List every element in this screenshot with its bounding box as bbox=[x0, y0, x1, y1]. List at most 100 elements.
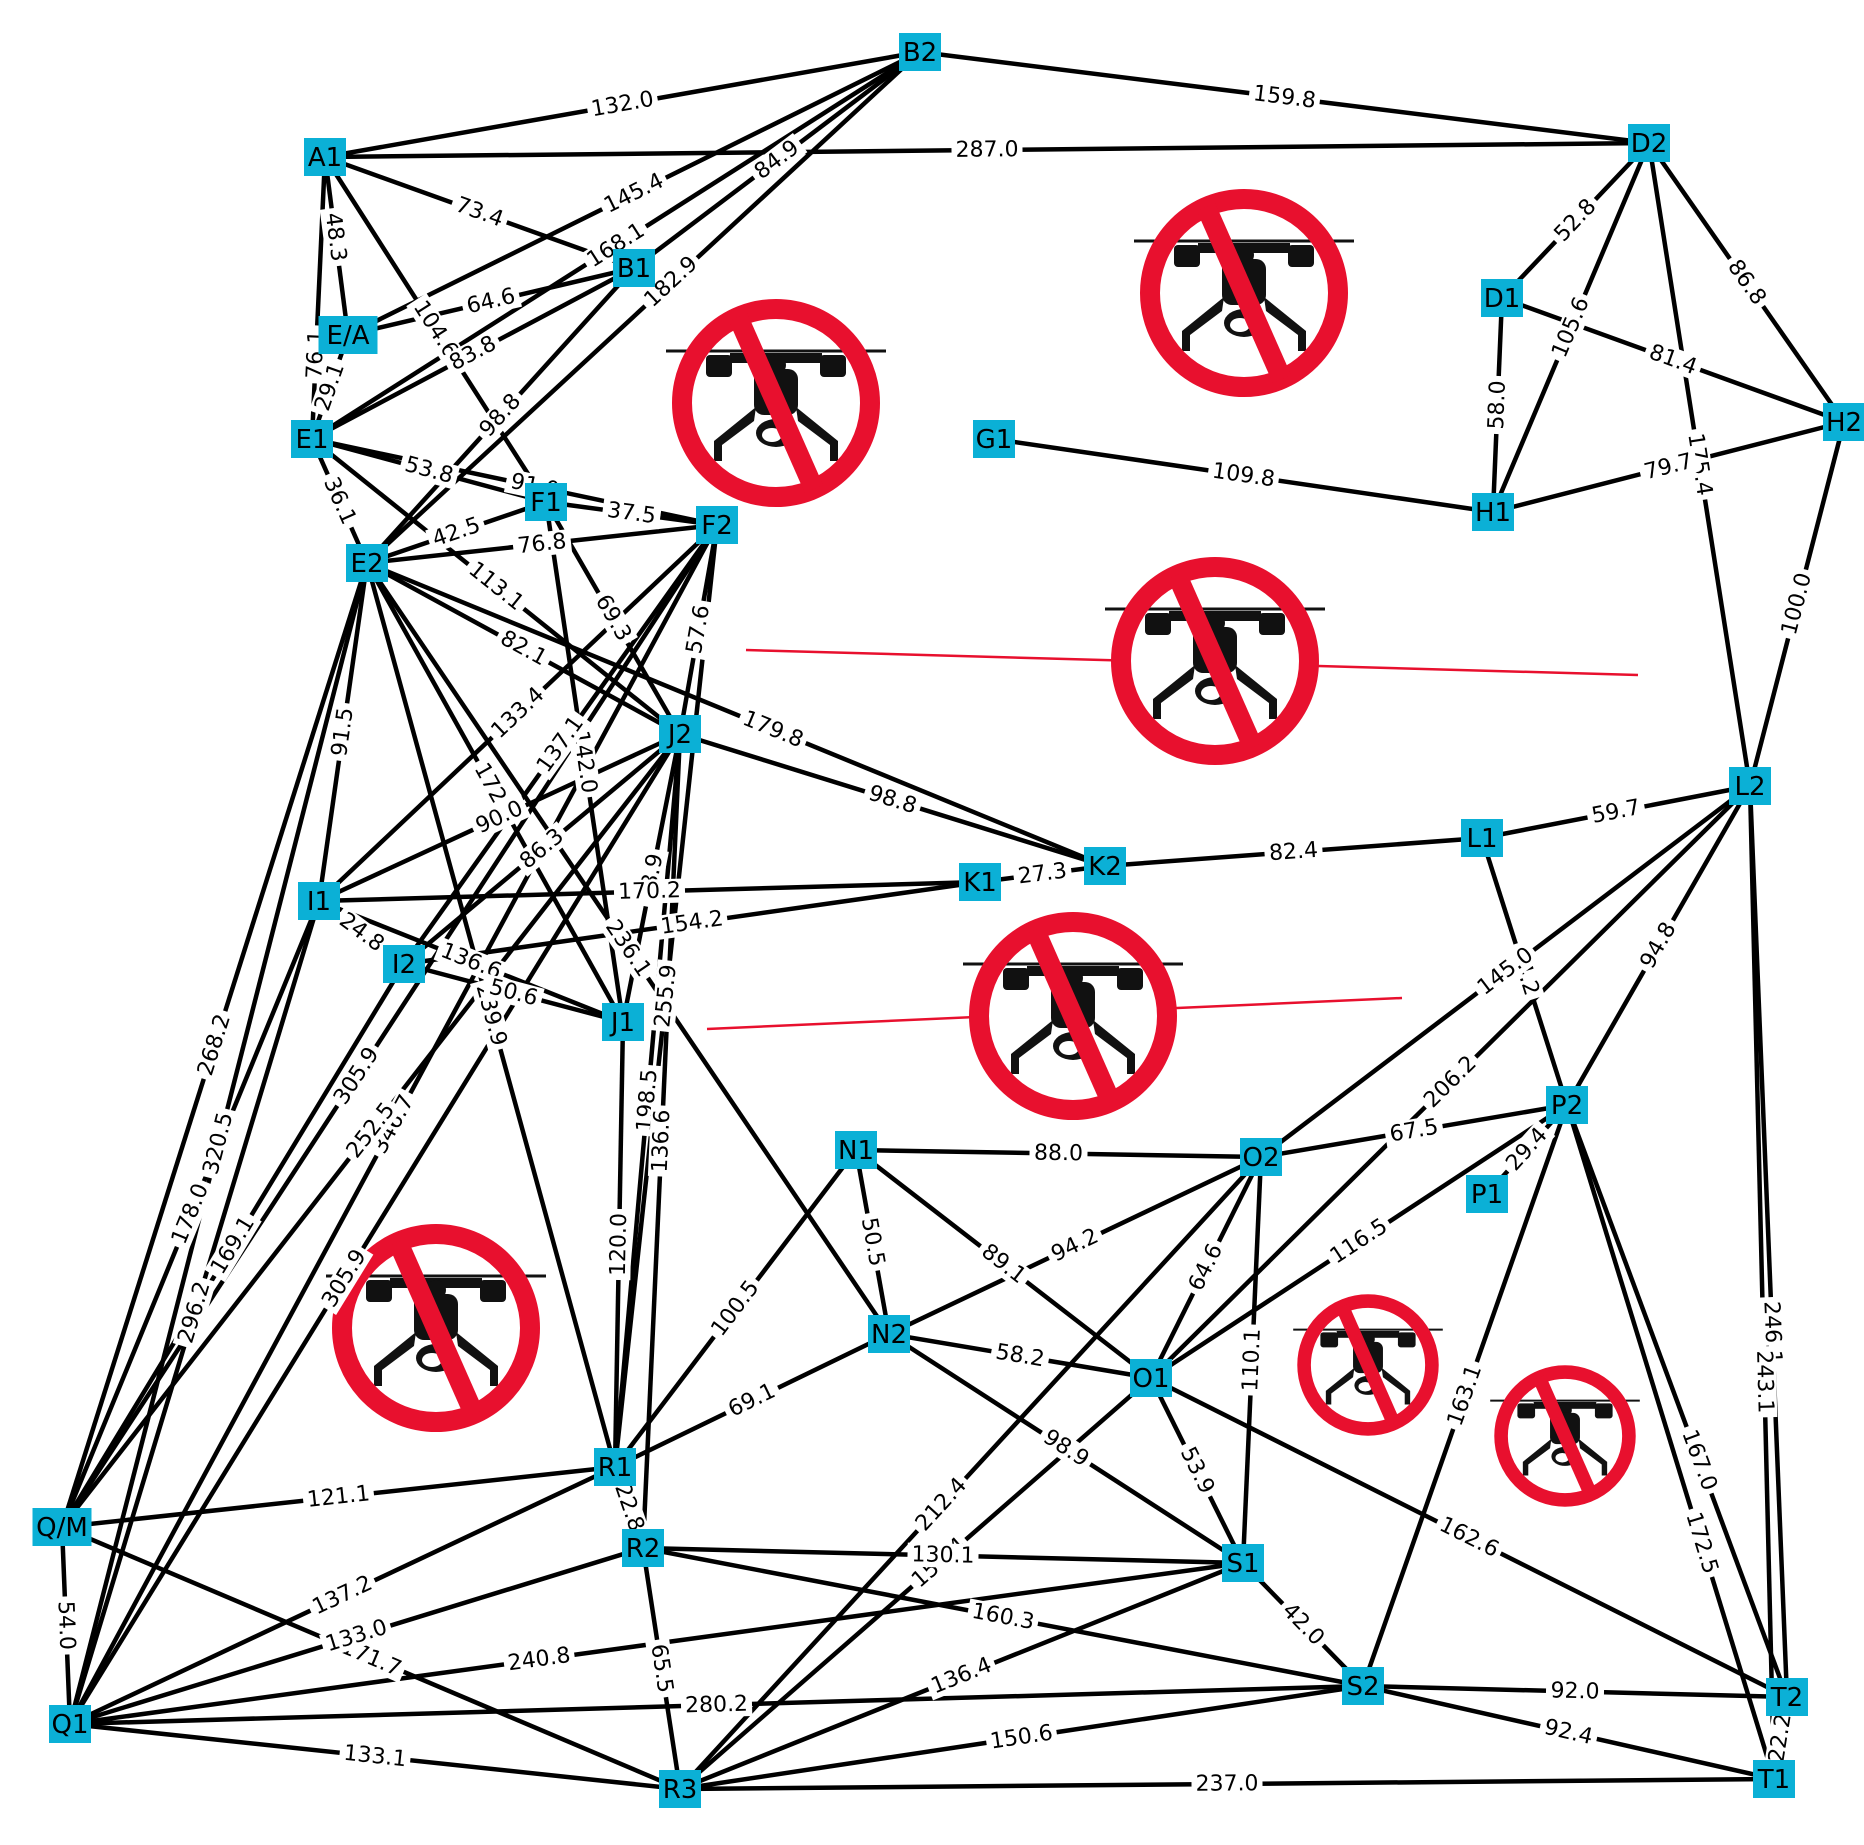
node-label: O2 bbox=[1242, 1143, 1279, 1173]
edge-label-group: 65.5 bbox=[645, 1638, 678, 1699]
node-n1[interactable]: N1 bbox=[835, 1131, 877, 1169]
node-a1[interactable]: A1 bbox=[304, 138, 346, 176]
node-box[interactable] bbox=[899, 33, 941, 71]
edge-label-group: 22.2 bbox=[1764, 1707, 1797, 1769]
node-r3[interactable]: R3 bbox=[659, 1770, 701, 1808]
node-box[interactable] bbox=[1466, 1175, 1508, 1213]
node-h1[interactable]: H1 bbox=[1472, 493, 1514, 531]
node-box[interactable] bbox=[1823, 403, 1864, 441]
edge-weight-label: 36.1 bbox=[318, 474, 361, 529]
edge-label-background bbox=[468, 794, 531, 841]
node-box[interactable] bbox=[49, 1705, 91, 1743]
node-box[interactable] bbox=[383, 945, 425, 983]
edge-weight-label: 92.0 bbox=[1550, 1678, 1600, 1704]
edge-label-background bbox=[1469, 940, 1542, 1003]
node-l1[interactable]: L1 bbox=[1461, 819, 1503, 857]
node-box[interactable] bbox=[304, 138, 346, 176]
edge-weight-label: 59.7 bbox=[1590, 795, 1643, 829]
node-j2[interactable]: J2 bbox=[659, 715, 701, 753]
node-box[interactable] bbox=[525, 483, 567, 521]
node-box[interactable] bbox=[346, 544, 388, 582]
edge-weight-label: 100.0 bbox=[1777, 570, 1817, 637]
edge-label-background bbox=[908, 1470, 975, 1539]
node-box[interactable] bbox=[1342, 1667, 1384, 1705]
node-label: H1 bbox=[1475, 498, 1511, 528]
node-box[interactable] bbox=[659, 1770, 701, 1808]
node-i1[interactable]: I1 bbox=[298, 882, 340, 920]
edge-label-group: 36.1 bbox=[316, 469, 363, 533]
node-box[interactable] bbox=[1130, 1359, 1172, 1397]
edge-label-background bbox=[1498, 1119, 1556, 1180]
node-box[interactable] bbox=[1546, 1086, 1588, 1124]
node-i2[interactable]: I2 bbox=[383, 945, 425, 983]
node-o1[interactable]: O1 bbox=[1130, 1359, 1172, 1397]
node-box[interactable] bbox=[868, 1315, 910, 1353]
node-k1[interactable]: K1 bbox=[959, 863, 1001, 901]
node-s1[interactable]: S1 bbox=[1222, 1544, 1264, 1582]
node-box[interactable] bbox=[1461, 819, 1503, 857]
node-box[interactable] bbox=[1729, 767, 1771, 805]
node-box[interactable] bbox=[298, 882, 340, 920]
node-f2[interactable]: F2 bbox=[696, 506, 738, 544]
node-label: T1 bbox=[1757, 1765, 1790, 1795]
node-box[interactable] bbox=[1240, 1138, 1282, 1176]
node-box[interactable] bbox=[32, 1508, 92, 1546]
node-box[interactable] bbox=[1753, 1760, 1795, 1798]
node-box[interactable] bbox=[959, 863, 1001, 901]
node-q-m[interactable]: Q/M bbox=[32, 1508, 92, 1546]
node-d2[interactable]: D2 bbox=[1628, 124, 1670, 162]
node-d1[interactable]: D1 bbox=[1481, 279, 1523, 317]
node-o2[interactable]: O2 bbox=[1240, 1138, 1282, 1176]
node-s2[interactable]: S2 bbox=[1342, 1667, 1384, 1705]
node-box[interactable] bbox=[1766, 1678, 1808, 1716]
edge-label-background bbox=[613, 878, 686, 905]
edge-label-background bbox=[951, 137, 1023, 163]
node-t1[interactable]: T1 bbox=[1753, 1760, 1795, 1798]
node-h2[interactable]: H2 bbox=[1823, 403, 1864, 441]
edge-label-group: 94.2 bbox=[1043, 1222, 1107, 1269]
edge-label-background bbox=[924, 1651, 999, 1701]
edge-weight-label: 79.7 bbox=[1642, 449, 1696, 485]
node-e1[interactable]: E1 bbox=[291, 420, 333, 458]
node-box[interactable] bbox=[613, 249, 655, 287]
node-g1[interactable]: G1 bbox=[973, 420, 1015, 458]
node-j1[interactable]: J1 bbox=[602, 1003, 644, 1041]
node-e-a[interactable]: E/A bbox=[318, 316, 378, 354]
edge-label-group: 212.4 bbox=[908, 1470, 975, 1539]
node-b2[interactable]: B2 bbox=[899, 33, 941, 71]
node-box[interactable] bbox=[594, 1448, 636, 1486]
node-box[interactable] bbox=[1628, 124, 1670, 162]
node-r1[interactable]: R1 bbox=[594, 1448, 636, 1486]
node-k2[interactable]: K2 bbox=[1084, 847, 1126, 885]
node-p2[interactable]: P2 bbox=[1546, 1086, 1588, 1124]
node-box[interactable] bbox=[696, 506, 738, 544]
node-t2[interactable]: T2 bbox=[1766, 1678, 1808, 1716]
edge-label-background bbox=[907, 1542, 979, 1569]
node-box[interactable] bbox=[602, 1003, 644, 1041]
edge-weight-label: 236.1 bbox=[600, 915, 656, 981]
edge-label-background bbox=[989, 1339, 1051, 1373]
node-label: E1 bbox=[296, 425, 329, 455]
edge-weight-label: 206.2 bbox=[1419, 1051, 1481, 1113]
node-box[interactable] bbox=[1222, 1544, 1264, 1582]
node-box[interactable] bbox=[1084, 847, 1126, 885]
node-box[interactable] bbox=[1481, 279, 1523, 317]
node-n2[interactable]: N2 bbox=[868, 1315, 910, 1353]
node-box[interactable] bbox=[291, 420, 333, 458]
edge-weight-label: 92.4 bbox=[1542, 1715, 1595, 1750]
node-f1[interactable]: F1 bbox=[525, 483, 567, 521]
node-box[interactable] bbox=[835, 1131, 877, 1169]
node-box[interactable] bbox=[1472, 493, 1514, 531]
node-label: P1 bbox=[1471, 1180, 1503, 1210]
node-b1[interactable]: B1 bbox=[613, 249, 655, 287]
node-l2[interactable]: L2 bbox=[1729, 767, 1771, 805]
node-box[interactable] bbox=[318, 316, 378, 354]
node-e2[interactable]: E2 bbox=[346, 544, 388, 582]
edge-L2-T2 bbox=[1747, 785, 1790, 1698]
node-q1[interactable]: Q1 bbox=[49, 1705, 91, 1743]
node-box[interactable] bbox=[622, 1529, 664, 1567]
node-r2[interactable]: R2 bbox=[622, 1529, 664, 1567]
node-box[interactable] bbox=[973, 420, 1015, 458]
node-p1[interactable]: P1 bbox=[1466, 1175, 1508, 1213]
node-box[interactable] bbox=[659, 715, 701, 753]
